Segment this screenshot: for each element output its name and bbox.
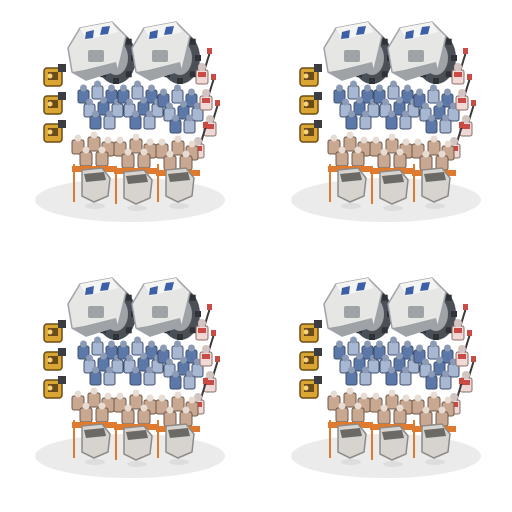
heavy-tank bbox=[131, 277, 201, 340]
hover-pod bbox=[413, 164, 451, 209]
hover-pod bbox=[73, 420, 111, 465]
gold-mech bbox=[43, 348, 66, 371]
heavy-tank bbox=[67, 277, 137, 340]
sprite-frame-2 bbox=[256, 0, 512, 256]
hover-pod bbox=[413, 420, 451, 465]
red-rocket-trooper bbox=[451, 48, 468, 85]
red-rocket-trooper bbox=[451, 304, 468, 341]
blue-infantry-group bbox=[77, 336, 124, 386]
tank-accent bbox=[405, 286, 414, 295]
blue-infantry-group bbox=[333, 336, 380, 386]
gold-mech bbox=[43, 376, 66, 399]
gold-mech bbox=[299, 348, 322, 371]
rifle-trooper-group bbox=[369, 133, 414, 174]
gold-mech bbox=[43, 64, 66, 87]
tank-accent bbox=[149, 286, 158, 295]
blue-infantry-group bbox=[333, 80, 380, 130]
red-rocket-trooper bbox=[199, 330, 216, 367]
rifle-trooper-group bbox=[113, 133, 158, 174]
gold-mech bbox=[299, 64, 322, 87]
gold-mech bbox=[299, 320, 322, 343]
heavy-tank bbox=[323, 277, 393, 340]
red-rocket-trooper bbox=[199, 74, 216, 111]
hover-pod bbox=[329, 164, 367, 209]
heavy-tank bbox=[387, 21, 457, 84]
rifle-trooper-group bbox=[327, 131, 372, 172]
gold-mech bbox=[299, 92, 322, 115]
squad-formation bbox=[35, 277, 225, 478]
heavy-tank bbox=[323, 21, 393, 84]
gold-mech bbox=[43, 120, 66, 143]
red-rocket-trooper bbox=[195, 48, 212, 85]
squad-formation-icon bbox=[35, 277, 225, 478]
rifle-trooper-group bbox=[369, 389, 414, 430]
rifle-trooper-group bbox=[71, 387, 116, 428]
rifle-trooper-group bbox=[327, 387, 372, 428]
rifle-trooper-group bbox=[71, 131, 116, 172]
hover-pod bbox=[157, 164, 195, 209]
gold-mech bbox=[299, 376, 322, 399]
hover-pod bbox=[73, 164, 111, 209]
blue-infantry-group bbox=[373, 336, 420, 386]
tank-accent bbox=[149, 30, 158, 39]
tank-accent bbox=[405, 30, 414, 39]
hover-pod bbox=[157, 420, 195, 465]
tank-accent bbox=[341, 30, 350, 39]
hover-pod bbox=[371, 422, 409, 467]
tank-accent bbox=[85, 30, 94, 39]
squad-formation bbox=[291, 277, 481, 478]
blue-infantry-group bbox=[373, 80, 420, 130]
blue-infantry-group bbox=[413, 84, 460, 134]
gold-mech bbox=[43, 92, 66, 115]
tank-accent bbox=[341, 286, 350, 295]
tank-accent bbox=[85, 286, 94, 295]
gold-mech bbox=[43, 320, 66, 343]
hover-pod bbox=[115, 166, 153, 211]
blue-infantry-group bbox=[77, 80, 124, 130]
squad-formation-icon bbox=[291, 277, 481, 478]
blue-infantry-group bbox=[157, 340, 204, 390]
blue-infantry-group bbox=[117, 336, 164, 386]
gold-mech bbox=[299, 120, 322, 143]
blue-infantry-group bbox=[157, 84, 204, 134]
squad-formation bbox=[35, 21, 225, 222]
blue-infantry-group bbox=[117, 80, 164, 130]
heavy-tank bbox=[387, 277, 457, 340]
rifle-trooper-group bbox=[155, 391, 200, 432]
rifle-trooper-group bbox=[113, 389, 158, 430]
squad-formation bbox=[291, 21, 481, 222]
hover-pod bbox=[115, 422, 153, 467]
heavy-tank bbox=[67, 21, 137, 84]
hover-pod bbox=[371, 166, 409, 211]
squad-formation-icon bbox=[291, 21, 481, 222]
blue-infantry-group bbox=[413, 340, 460, 390]
squad-formation-icon bbox=[35, 21, 225, 222]
sprite-frame-4 bbox=[256, 256, 512, 512]
red-rocket-trooper bbox=[195, 304, 212, 341]
red-rocket-trooper bbox=[455, 330, 472, 367]
red-rocket-trooper bbox=[455, 74, 472, 111]
red-rocket-trooper bbox=[203, 100, 220, 137]
sprite-frame-1 bbox=[0, 0, 256, 256]
sprite-frame-3 bbox=[0, 256, 256, 512]
hover-pod bbox=[329, 420, 367, 465]
heavy-tank bbox=[131, 21, 201, 84]
